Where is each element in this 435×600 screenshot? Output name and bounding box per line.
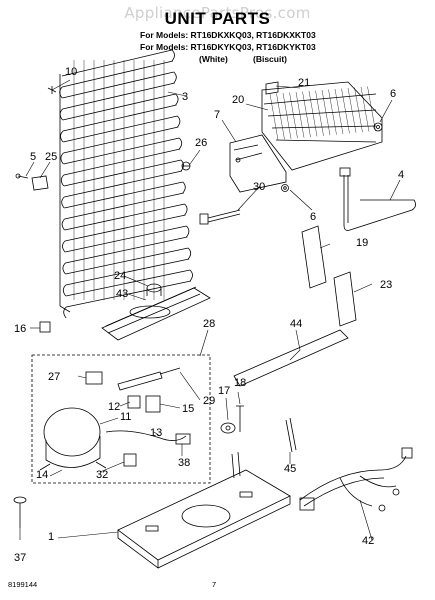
callout-3: 3: [182, 91, 188, 103]
callout-43: 43: [116, 288, 128, 300]
drain-fitting[interactable]: [146, 283, 162, 296]
callout-5: 5: [30, 151, 36, 163]
callout-10: 10: [65, 66, 77, 78]
model-list: For Models: RT16DKXKQ03, RT16DKXKT03 For…: [140, 30, 316, 53]
callout-6: 6: [390, 88, 396, 100]
insulation-pad-23[interactable]: [333, 271, 357, 327]
base-plate[interactable]: [117, 451, 291, 569]
callout-44: 44: [290, 318, 302, 330]
evaporator-coil[interactable]: [59, 49, 193, 319]
callout-28: 28: [203, 318, 215, 330]
power-cord-13[interactable]: [105, 430, 187, 441]
callout-17: 17: [218, 385, 230, 397]
callout-4: 4: [398, 169, 404, 181]
drain-tube[interactable]: [233, 329, 349, 387]
page-title: UNIT PARTS: [164, 9, 271, 28]
callout-14: 14: [36, 469, 48, 481]
callout-30: 30: [253, 181, 265, 193]
start-relay[interactable]: [85, 371, 103, 385]
clip-25[interactable]: [31, 175, 49, 191]
condenser-bracket[interactable]: [229, 134, 287, 193]
callout-7: 7: [214, 109, 220, 121]
cover-15[interactable]: [145, 395, 161, 413]
screw-18[interactable]: [236, 405, 244, 432]
model-line-2: For Models: RT16DKYKQ03, RT16DKYKT03: [140, 41, 316, 52]
callout-21: 21: [298, 77, 310, 89]
wire-harness[interactable]: [299, 447, 413, 512]
screw-mid[interactable]: [281, 184, 289, 192]
grommet-17[interactable]: [220, 422, 236, 434]
filter-drier[interactable]: [117, 367, 181, 391]
screw-top[interactable]: [373, 122, 383, 132]
document-number: 8199144: [8, 580, 38, 589]
drain-pan[interactable]: [101, 286, 211, 341]
color-biscuit-label: (Biscuit): [253, 54, 287, 64]
callout-37: 37: [14, 552, 26, 564]
callout-1: 1: [48, 531, 54, 543]
condenser-coil[interactable]: [261, 81, 383, 171]
callout-26: 26: [195, 137, 207, 149]
relay-16[interactable]: [39, 321, 51, 333]
color-white-label: (White): [199, 54, 228, 64]
callout-29: 29: [203, 395, 215, 407]
callout-38: 38: [178, 457, 190, 469]
insulation-pad-19[interactable]: [301, 225, 327, 289]
callout-24: 24: [114, 270, 126, 282]
callout-42: 42: [362, 535, 374, 547]
callout-20: 20: [232, 94, 244, 106]
pin-45[interactable]: [285, 417, 297, 453]
callout-45: 45: [284, 463, 296, 475]
callout-15: 15: [182, 403, 194, 415]
callout-19: 19: [356, 237, 368, 249]
overload-12[interactable]: [127, 395, 141, 409]
callout-27: 27: [48, 371, 60, 383]
tubing-connector[interactable]: [199, 209, 241, 225]
screw-26[interactable]: [181, 161, 191, 171]
callout-13: 13: [150, 427, 162, 439]
callout-12: 12: [108, 401, 120, 413]
callout-11: 11: [120, 411, 131, 423]
callout-18: 18: [234, 377, 246, 389]
callout-16: 16: [14, 323, 26, 335]
callout-25: 25: [45, 151, 57, 163]
terminal-32[interactable]: [123, 453, 137, 467]
callout-23: 23: [380, 279, 392, 291]
capacitor-38[interactable]: [175, 433, 191, 445]
defrost-heater[interactable]: [339, 167, 416, 231]
watermark: AppliancePartsPros.com: [124, 4, 311, 22]
model-line-1: For Models: RT16DKXKQ03, RT16DKXKT03: [140, 30, 316, 40]
callout-6: 6: [310, 211, 316, 223]
callout-32: 32: [96, 469, 108, 481]
compressor-kit-box: [31, 354, 211, 484]
page-number: 7: [212, 580, 217, 589]
screw-5[interactable]: [15, 173, 29, 179]
compressor[interactable]: [39, 407, 107, 471]
grommet-37[interactable]: [13, 496, 27, 528]
mounting-bracket[interactable]: [265, 81, 279, 95]
